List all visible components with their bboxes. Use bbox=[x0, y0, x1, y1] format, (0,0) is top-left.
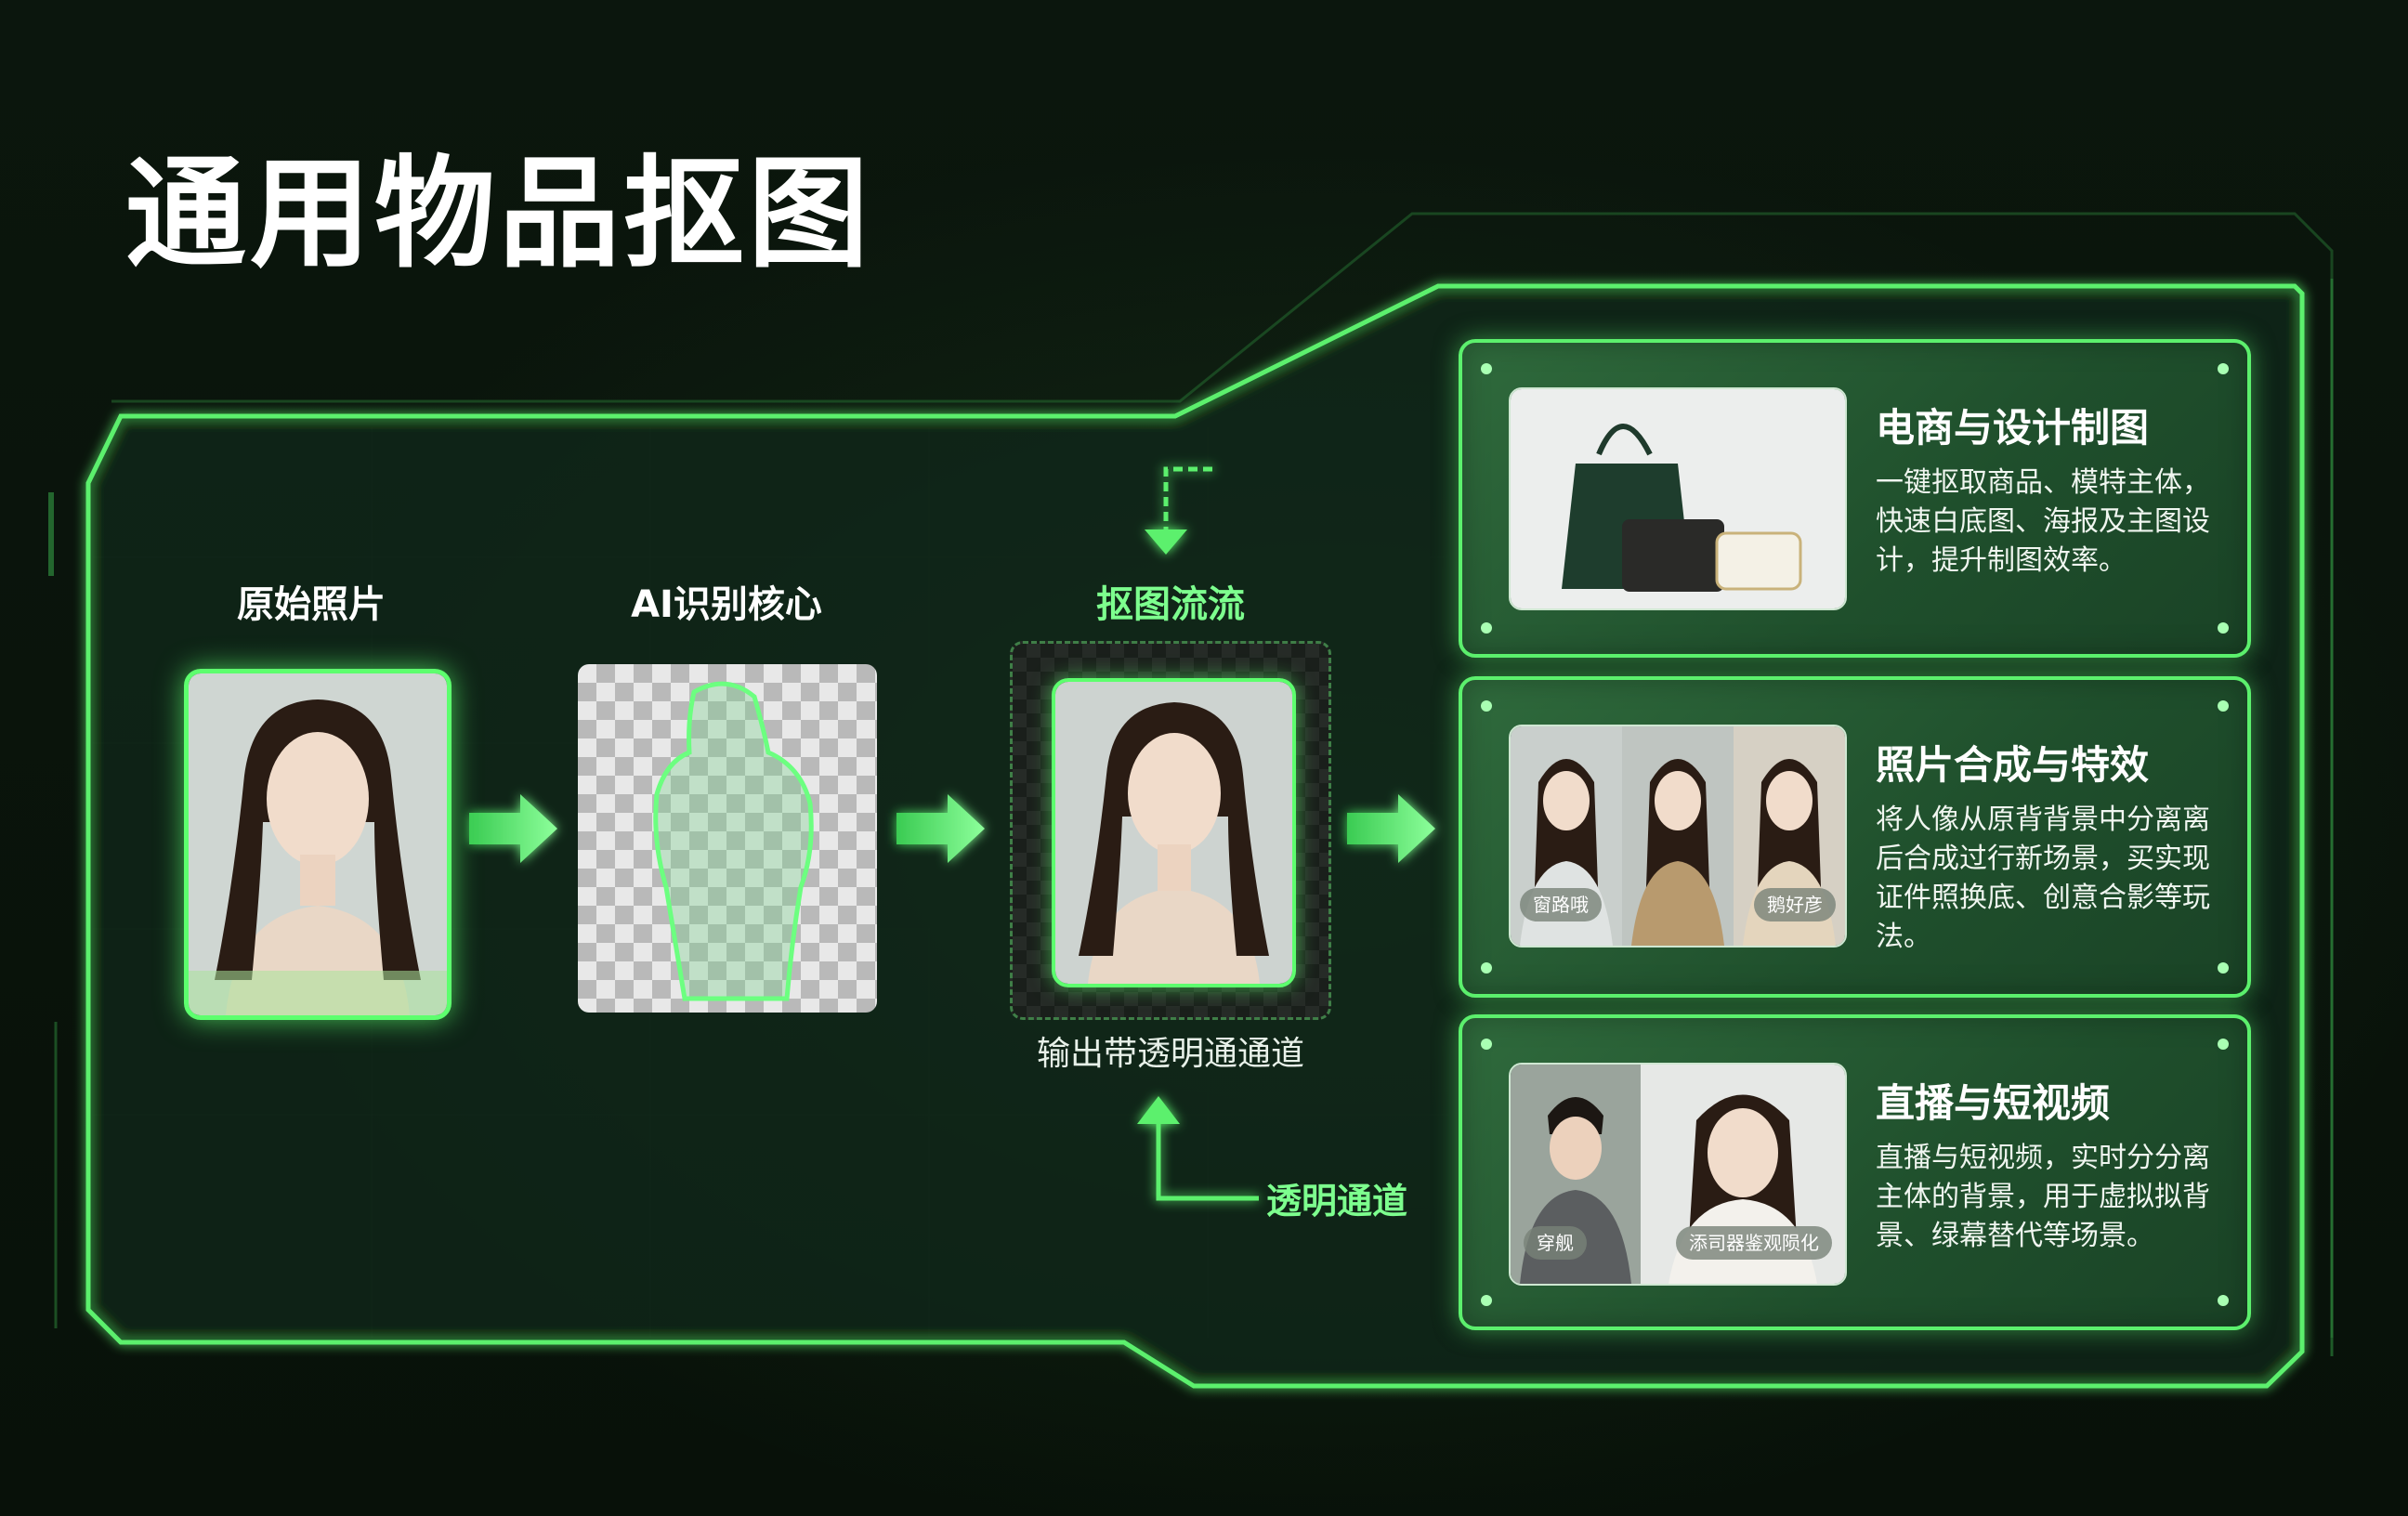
handbag-image bbox=[1509, 387, 1847, 610]
card-title: 照片合成与特效 bbox=[1876, 742, 2150, 788]
card-title: 直播与短视频 bbox=[1876, 1080, 2111, 1126]
tag-pill: 添司器鉴观陨化 bbox=[1676, 1226, 1832, 1260]
output-caption: 输出带透明通通道 bbox=[1036, 1035, 1304, 1073]
tag-pill: 鹅好彦 bbox=[1754, 888, 1836, 921]
output-photo bbox=[1052, 678, 1296, 987]
card-title: 电商与设计制图 bbox=[1876, 405, 2150, 451]
streamers-image: 穿舰 添司器鉴观陨化 bbox=[1509, 1063, 1847, 1286]
tag-pill: 穿舰 bbox=[1524, 1226, 1587, 1260]
card-desc: 将人像从原背背景中分离离后合成过行新场景，买实现证件照换底、创意合影等玩法。 bbox=[1876, 804, 2210, 953]
step-label-cutout-flow: 抠图流流 bbox=[1096, 583, 1245, 626]
portraits-image: 窗路哦 鹅好彦 bbox=[1509, 725, 1847, 948]
card-desc: 一键抠取商品、模特主体，快速白底图、海报及主图设计，提升制图效率。 bbox=[1876, 466, 2210, 577]
card-live-streaming: 穿舰 添司器鉴观陨化 直播与短视频 直播与短视频，实时分分离主体的背景，用于虚拟… bbox=[1459, 1014, 2251, 1330]
tag-pill: 窗路哦 bbox=[1520, 888, 1602, 921]
arrow-right-icon bbox=[469, 794, 1435, 863]
arrow-down-icon bbox=[1145, 466, 1212, 555]
alpha-channel-label: 透明通道 bbox=[1266, 1181, 1408, 1222]
step-label-ai-core: AI识别核心 bbox=[631, 583, 822, 626]
card-photo-compositing: 窗路哦 鹅好彦 照片合成与特效 将人像从原背背景中分离离后合成过行新场景，买实现… bbox=[1459, 676, 2251, 998]
card-desc: 直播与短视频，实时分分离主体的背景，用于虚拟拟背景、绿幕替代等场景。 bbox=[1876, 1142, 2210, 1252]
page-title: 通用物品抠图 bbox=[125, 143, 873, 284]
original-photo bbox=[184, 669, 452, 1020]
ai-silhouette-checker bbox=[578, 664, 877, 1013]
arrow-up-icon bbox=[1137, 1096, 1259, 1201]
card-ecommerce: 电商与设计制图 一键抠取商品、模特主体，快速白底图、海报及主图设计，提升制图效率… bbox=[1459, 339, 2251, 658]
step-label-original: 原始照片 bbox=[237, 583, 386, 626]
